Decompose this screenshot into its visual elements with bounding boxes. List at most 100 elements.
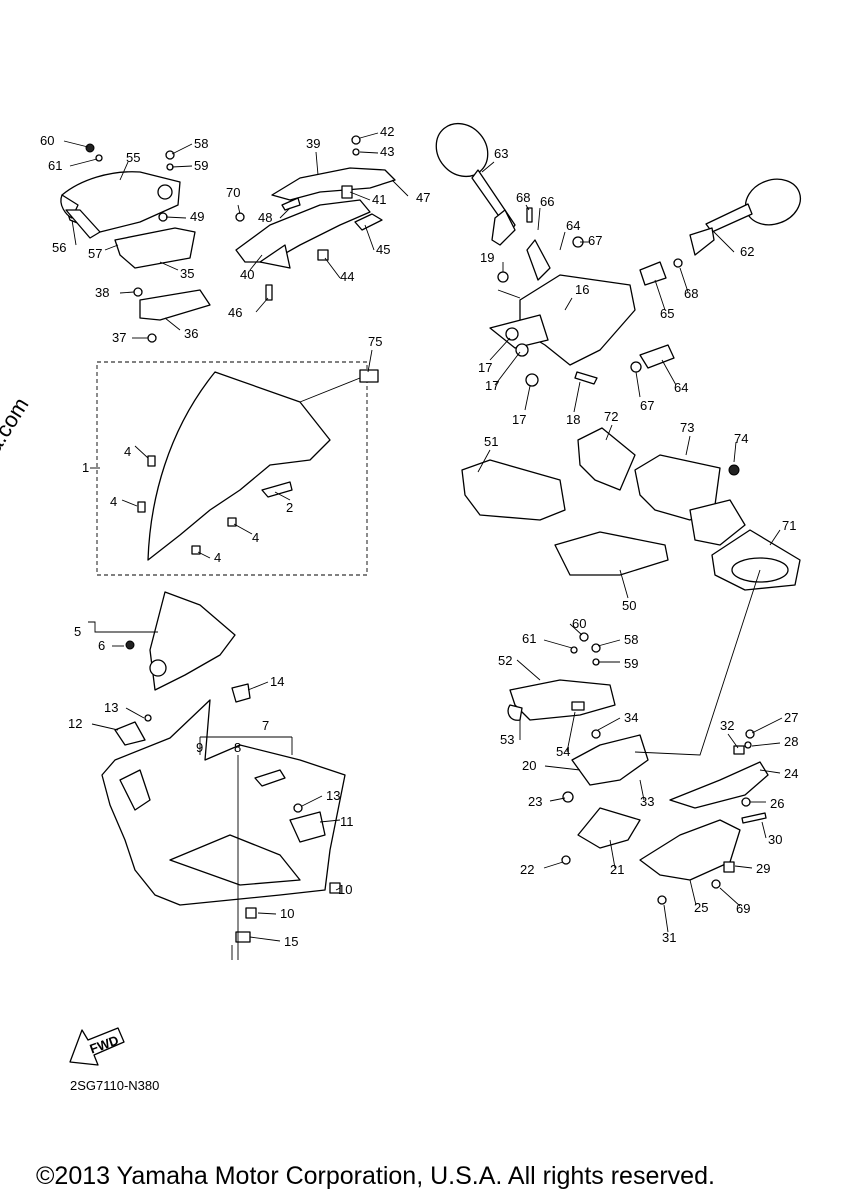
callout-32: 32: [720, 718, 734, 733]
part-group-front-cowling: [101, 683, 346, 960]
callout-16: 16: [575, 282, 589, 297]
callout-8: 8: [234, 740, 241, 755]
callout-14: 14: [270, 674, 284, 689]
callout-5: 5: [74, 624, 81, 639]
callout-57: 57: [88, 246, 102, 261]
part-group-air-ducts: [461, 427, 801, 591]
callout-74: 74: [734, 431, 748, 446]
callout-18: 18: [566, 412, 580, 427]
callout-25: 25: [694, 900, 708, 915]
callout-15: 15: [284, 934, 298, 949]
windshield-box: [96, 361, 379, 576]
callout-64: 64: [674, 380, 688, 395]
callout-63: 63: [494, 146, 508, 161]
callout-73: 73: [680, 420, 694, 435]
callout-50: 50: [622, 598, 636, 613]
callout-33: 33: [640, 794, 654, 809]
callout-41: 41: [372, 192, 386, 207]
callout-27: 27: [784, 710, 798, 725]
callout-10: 10: [280, 906, 294, 921]
callout-9: 9: [196, 740, 203, 755]
callout-70: 70: [226, 185, 240, 200]
fwd-label: FWD: [88, 1032, 121, 1056]
callout-62: 62: [740, 244, 754, 259]
callout-51: 51: [484, 434, 498, 449]
callout-65: 65: [660, 306, 674, 321]
callout-64: 64: [566, 218, 580, 233]
callout-67: 67: [588, 233, 602, 248]
callout-17: 17: [478, 360, 492, 375]
callout-6: 6: [98, 638, 105, 653]
callout-11: 11: [340, 814, 354, 829]
callout-58: 58: [194, 136, 208, 151]
callout-61: 61: [48, 158, 62, 173]
callout-12: 12: [68, 716, 82, 731]
callout-59: 59: [194, 158, 208, 173]
callout-7: 7: [262, 718, 269, 733]
callout-31: 31: [662, 930, 676, 945]
callout-4: 4: [252, 530, 259, 545]
callout-49: 49: [190, 209, 204, 224]
drawing-code: 2SG7110-N380: [70, 1078, 160, 1093]
callout-23: 23: [528, 794, 542, 809]
callout-35: 35: [180, 266, 194, 281]
part-group-top-left: [60, 143, 211, 343]
callout-53: 53: [500, 732, 514, 747]
callout-13: 13: [104, 700, 118, 715]
callout-13: 13: [326, 788, 340, 803]
copyright-notice: ©2013 Yamaha Motor Corporation, U.S.A. A…: [36, 1162, 715, 1190]
callout-37: 37: [112, 330, 126, 345]
callout-68: 68: [516, 190, 530, 205]
callout-22: 22: [520, 862, 534, 877]
callout-21: 21: [610, 862, 624, 877]
callout-28: 28: [784, 734, 798, 749]
callout-47: 47: [416, 190, 430, 205]
fwd-arrow-icon: FWD: [69, 1027, 125, 1066]
callout-40: 40: [240, 267, 254, 282]
callout-39: 39: [306, 136, 320, 151]
callout-71: 71: [782, 518, 796, 533]
callout-29: 29: [756, 861, 770, 876]
callout-4: 4: [214, 550, 221, 565]
callout-46: 46: [228, 305, 242, 320]
callout-10: 10: [338, 882, 352, 897]
part-group-lower-right: [507, 569, 769, 905]
callout-52: 52: [498, 653, 512, 668]
callout-75: 75: [368, 334, 382, 349]
callout-60: 60: [40, 133, 54, 148]
callout-55: 55: [126, 150, 140, 165]
callout-26: 26: [770, 796, 784, 811]
part-group-mirrors: [435, 122, 802, 387]
callout-60: 60: [572, 616, 586, 631]
callout-36: 36: [184, 326, 198, 341]
callout-2: 2: [286, 500, 293, 515]
callout-19: 19: [480, 250, 494, 265]
callout-69: 69: [736, 901, 750, 916]
callout-42: 42: [380, 124, 394, 139]
callout-66: 66: [540, 194, 554, 209]
callout-17: 17: [512, 412, 526, 427]
callout-68: 68: [684, 286, 698, 301]
callout-4: 4: [110, 494, 117, 509]
callout-72: 72: [604, 409, 618, 424]
part-group-inner-panel: [88, 591, 236, 691]
leader-lines: [63, 132, 783, 942]
callout-24: 24: [784, 766, 798, 781]
callout-56: 56: [52, 240, 66, 255]
callout-54: 54: [556, 744, 570, 759]
part-group-top-middle: [235, 135, 396, 301]
callout-58: 58: [624, 632, 638, 647]
callout-44: 44: [340, 269, 354, 284]
callout-4: 4: [124, 444, 131, 459]
callout-20: 20: [522, 758, 536, 773]
callout-67: 67: [640, 398, 654, 413]
callout-48: 48: [258, 210, 272, 225]
callout-61: 61: [522, 631, 536, 646]
callout-59: 59: [624, 656, 638, 671]
callout-38: 38: [95, 285, 109, 300]
callout-45: 45: [376, 242, 390, 257]
callout-17: 17: [485, 378, 499, 393]
callout-30: 30: [768, 832, 782, 847]
callout-43: 43: [380, 144, 394, 159]
